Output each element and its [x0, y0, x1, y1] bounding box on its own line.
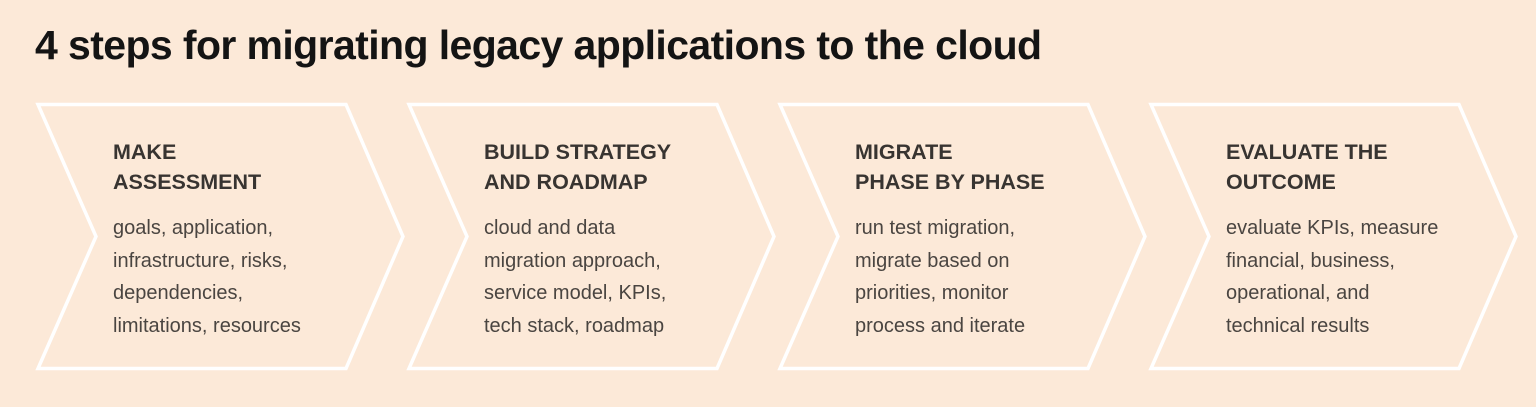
step-block-4: EVALUATE THE OUTCOME evaluate KPIs, meas…	[1226, 138, 1476, 342]
step-block-3: MIGRATE PHASE BY PHASE run test migratio…	[855, 138, 1105, 342]
step-4-description: evaluate KPIs, measure financial, busine…	[1226, 217, 1439, 337]
step-2-title: BUILD STRATEGY AND ROADMAP	[484, 140, 672, 194]
step-block-1: MAKE ASSESSMENT goals, application, infr…	[113, 138, 363, 342]
step-3-title: MIGRATE PHASE BY PHASE	[855, 140, 1045, 194]
step-1-title: MAKE ASSESSMENT	[113, 140, 262, 194]
step-4-title: EVALUATE THE OUTCOME	[1226, 140, 1388, 194]
chevron-shape-step-3	[777, 102, 1147, 371]
chevron-shape-step-4	[1148, 102, 1518, 371]
step-1-description: goals, application, infrastructure, risk…	[113, 217, 301, 337]
step-2-description: cloud and data migration approach, servi…	[484, 217, 667, 337]
step-3-description: run test migration, migrate based on pri…	[855, 217, 1026, 337]
chevron-shape-step-2	[406, 102, 776, 371]
chevron-shape-step-1	[35, 102, 405, 371]
step-block-2: BUILD STRATEGY AND ROADMAP cloud and dat…	[484, 138, 734, 342]
page-title: 4 steps for migrating legacy application…	[35, 22, 1042, 68]
